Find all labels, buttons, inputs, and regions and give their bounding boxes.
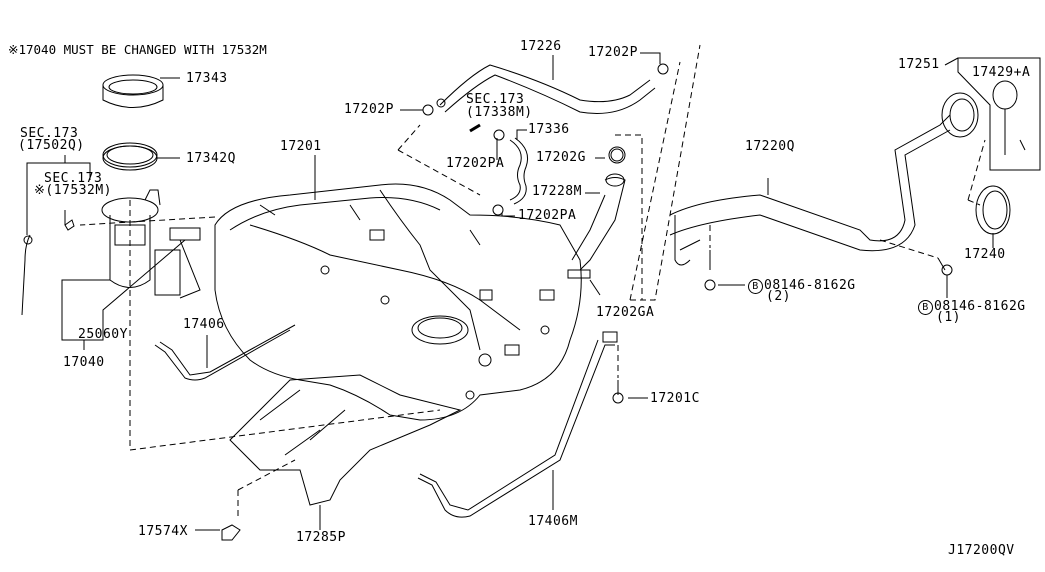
label-sec173-17532M[interactable]: SEC.173 [44, 171, 103, 186]
label-sec173-17338M[interactable]: SEC.173 [466, 92, 525, 107]
label-17201[interactable]: 17201 [280, 139, 322, 154]
hose-17228M [571, 173, 626, 271]
label-17201C[interactable]: 17201C [650, 391, 700, 406]
label-17336[interactable]: 17336 [528, 122, 570, 137]
bolt-symbol: B [918, 300, 933, 315]
label-17251[interactable]: 17251 [898, 57, 940, 72]
seal-17240 [975, 185, 1011, 235]
fuel-pump-17040 [101, 189, 201, 299]
label-17202PA-b[interactable]: 17202PA [518, 208, 577, 223]
leader-lines [26, 52, 994, 531]
strap-17406M [417, 331, 618, 518]
label-17202P-left[interactable]: 17202P [344, 102, 394, 117]
label-17342Q[interactable]: 17342Q [186, 151, 236, 166]
label-17429A[interactable]: 17429+A [972, 65, 1031, 80]
label-17220Q[interactable]: 17220Q [745, 139, 795, 154]
label-17226[interactable]: 17226 [520, 39, 562, 54]
label-25060Y[interactable]: 25060Y [78, 327, 128, 342]
label-17532M[interactable]: ※(17532M) [34, 183, 113, 198]
label-17343[interactable]: 17343 [186, 71, 228, 86]
fuel-tank-17201 [214, 183, 582, 421]
label-17502Q[interactable]: (17502Q) [18, 138, 85, 153]
heat-insulator-17285P [229, 374, 462, 506]
label-17228M[interactable]: 17228M [532, 184, 582, 199]
hose-17226 [436, 64, 656, 114]
bolts [612, 250, 953, 404]
hose-17336 [509, 137, 529, 205]
filler-cap-17251 [957, 57, 1041, 171]
strap-17406 [154, 324, 296, 381]
label-17406[interactable]: 17406 [183, 317, 225, 332]
clips [21, 63, 669, 541]
o-ring-17342Q [102, 142, 158, 171]
bolt-symbol: B [748, 279, 763, 294]
label-17406M[interactable]: 17406M [528, 514, 578, 529]
label-sec173-17502Q[interactable]: SEC.173 [20, 126, 79, 141]
diagram-code: J17200QV [948, 543, 1015, 558]
change-note: ※17040 MUST BE CHANGED WITH 17532M [8, 42, 267, 57]
label-17574X[interactable]: 17574X [138, 524, 188, 539]
dashed-guides [79, 44, 986, 520]
filler-tube-17220Q [669, 92, 979, 266]
label-17202G[interactable]: 17202G [536, 150, 586, 165]
label-17040[interactable]: 17040 [63, 355, 105, 370]
label-17202PA-a[interactable]: 17202PA [446, 156, 505, 171]
label-17285P[interactable]: 17285P [296, 530, 346, 545]
label-17202GA[interactable]: 17202GA [596, 305, 655, 320]
label-17202P-top[interactable]: 17202P [588, 45, 638, 60]
lock-ring-17343 [102, 74, 164, 108]
label-17240[interactable]: 17240 [964, 247, 1006, 262]
label-bolt-qty-1: (1) [936, 310, 961, 325]
label-bolt-qty-2: (2) [766, 289, 791, 304]
label-17338M[interactable]: (17338M) [466, 105, 533, 120]
